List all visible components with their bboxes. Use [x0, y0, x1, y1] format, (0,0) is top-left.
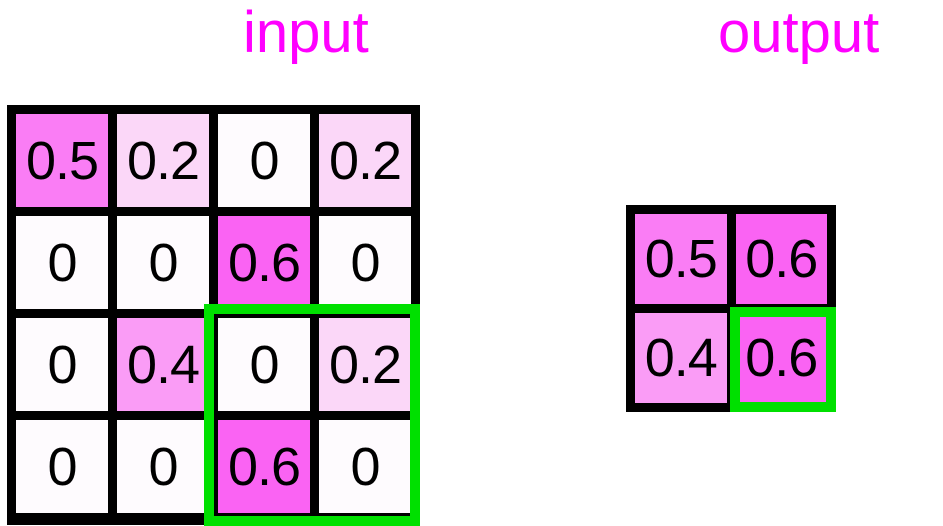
- matrix-cell: 0.6: [735, 313, 827, 403]
- matrix-cell: 0.6: [218, 420, 310, 513]
- matrix-cell: 0.5: [16, 114, 108, 207]
- matrix-row: 0 0 0.6 0: [16, 216, 411, 318]
- output-label: output: [718, 0, 880, 65]
- matrix-cell: 0.2: [117, 114, 209, 207]
- input-matrix: 0.5 0.2 0 0.2 0 0 0.6 0 0 0.4 0 0.2 0 0 …: [7, 105, 420, 525]
- matrix-row: 0 0 0.6 0: [16, 420, 411, 513]
- input-label: input: [243, 0, 369, 65]
- matrix-row: 0.5 0.2 0 0.2: [16, 114, 411, 216]
- matrix-cell: 0.2: [319, 114, 411, 207]
- matrix-row: 0 0.4 0 0.2: [16, 318, 411, 420]
- matrix-cell: 0: [117, 420, 209, 513]
- matrix-cell: 0: [218, 318, 310, 411]
- matrix-cell: 0.5: [635, 214, 727, 304]
- matrix-cell: 0: [117, 216, 209, 309]
- matrix-cell: 0.6: [218, 216, 310, 309]
- matrix-row: 0.5 0.6: [635, 214, 827, 313]
- matrix-cell: 0: [16, 318, 108, 411]
- matrix-row: 0.4 0.6: [635, 313, 827, 403]
- matrix-cell: 0.4: [117, 318, 209, 411]
- matrix-cell: 0.4: [635, 313, 727, 403]
- matrix-cell: 0: [16, 216, 108, 309]
- matrix-cell: 0.2: [319, 318, 411, 411]
- output-matrix: 0.5 0.6 0.4 0.6: [626, 205, 836, 412]
- matrix-cell: 0: [319, 420, 411, 513]
- matrix-cell: 0.6: [735, 214, 827, 304]
- matrix-cell: 0: [16, 420, 108, 513]
- matrix-cell: 0: [218, 114, 310, 207]
- matrix-cell: 0: [319, 216, 411, 309]
